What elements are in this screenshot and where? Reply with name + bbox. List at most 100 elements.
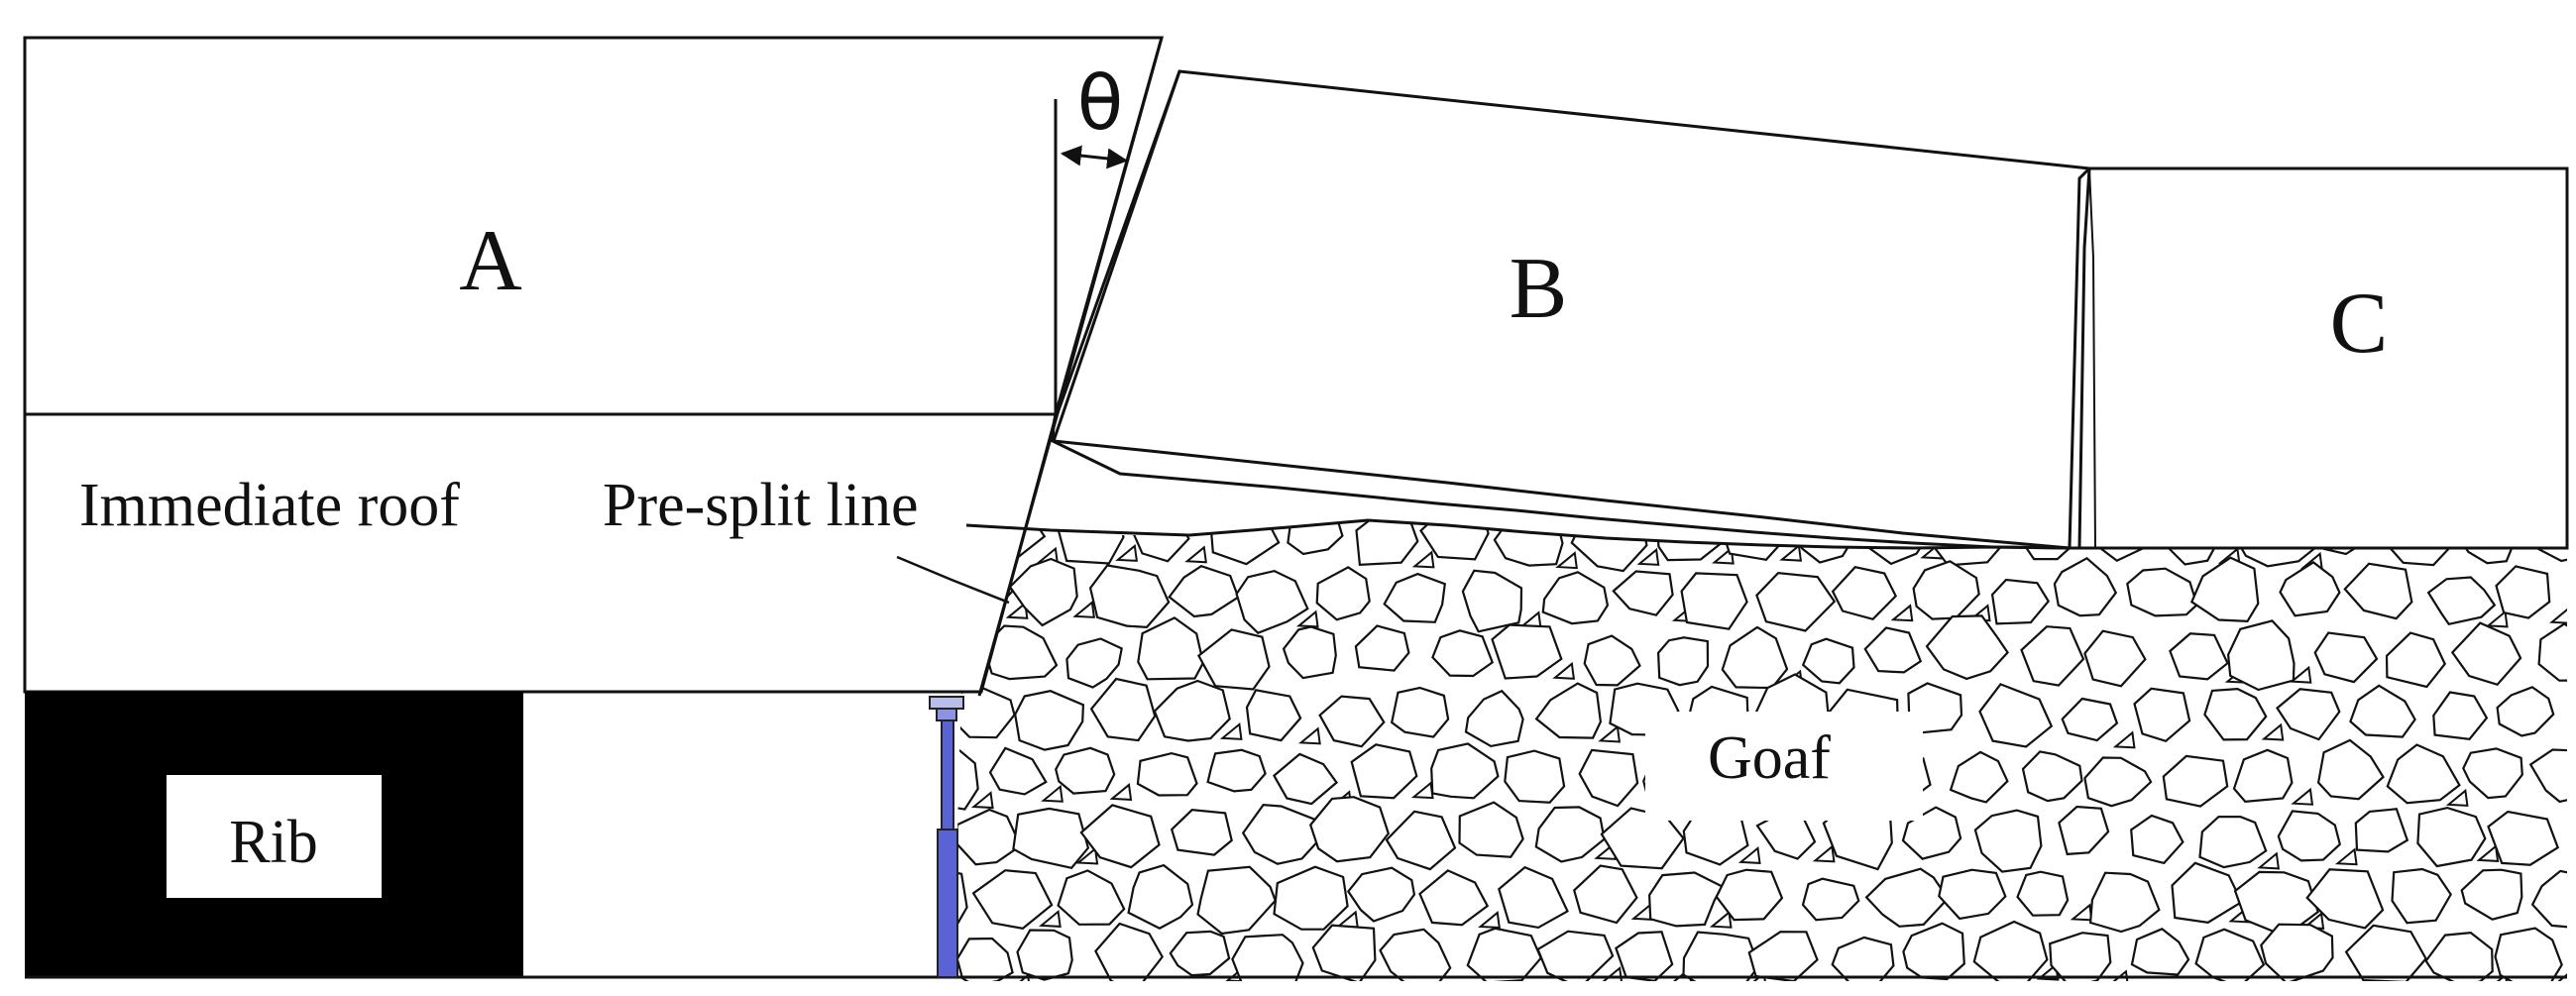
rubble-fragment — [2264, 725, 2283, 740]
rubble-fragment — [2338, 849, 2357, 864]
rubble-stone — [1171, 932, 1229, 975]
rubble-stone — [1974, 922, 2048, 983]
rubble-fragment — [1414, 783, 1433, 798]
rubble-fragment — [1481, 913, 1500, 928]
rubble-stone — [1198, 629, 1269, 689]
rubble-stone — [1348, 868, 1414, 922]
rubble-stone — [1313, 926, 1376, 983]
rubble-stone — [2191, 558, 2258, 621]
rubble-stone — [973, 870, 1052, 929]
rubble-stone — [1275, 867, 1348, 930]
rubble-fragment — [2260, 853, 2279, 868]
rubble-stone — [1493, 625, 1562, 679]
rubble-fragment — [2479, 846, 2498, 861]
rubble-fragment — [2448, 791, 2467, 806]
rubble-stone — [1649, 873, 1722, 927]
rubble-stone — [1138, 753, 1197, 795]
rubble-fragment — [1301, 728, 1320, 743]
block-a — [25, 38, 1162, 414]
rubble-stone — [1536, 684, 1601, 738]
rubble-stone — [1585, 636, 1640, 686]
rubble-stone — [2433, 693, 2487, 739]
rubble-stone — [1833, 567, 1896, 619]
rubble-stone — [2127, 569, 2196, 616]
rubble-stone — [1580, 750, 1637, 806]
rubble-stone — [1059, 870, 1125, 924]
rubble-stone — [2489, 812, 2558, 865]
rubble-fragment — [1339, 912, 1358, 927]
block-b — [1053, 71, 2089, 548]
rubble-stone — [1717, 870, 1782, 920]
rubble-stone — [1198, 867, 1276, 934]
rubble-stone — [1756, 573, 1834, 630]
rubble-stone — [1381, 930, 1451, 989]
rubble-stone — [1317, 567, 1370, 619]
rubble-stone — [1980, 684, 2052, 746]
rubble-stone — [2350, 686, 2414, 737]
rubble-stone — [1129, 865, 1192, 929]
rubble-stone — [2345, 564, 2412, 618]
rubble-fragment — [1112, 785, 1131, 800]
rubble-stone — [1170, 566, 1239, 616]
rubble-stone — [2498, 687, 2554, 735]
rubble-stone — [1243, 805, 1321, 864]
rubble-stone — [2200, 817, 2267, 867]
rubble-stone — [1431, 743, 1498, 798]
label-immediate-roof: Immediate roof — [79, 472, 460, 539]
rubble-stone — [1803, 639, 1853, 684]
rubble-stone — [1468, 929, 1541, 983]
rubble-fragment — [1603, 968, 1622, 983]
rubble-stone — [1536, 807, 1605, 861]
rubble-stone — [1208, 750, 1266, 792]
rubble-stone — [2530, 750, 2576, 802]
rubble-stone — [1310, 797, 1389, 861]
label-angle-theta: θ — [1077, 58, 1124, 147]
rubble-stone — [1749, 932, 1818, 981]
rubble-stone — [1616, 932, 1672, 981]
rubble-stone — [1356, 626, 1409, 671]
rubble-fragment — [1187, 547, 1206, 562]
rubble-stone — [2132, 929, 2188, 974]
rubble-stone — [1927, 615, 2008, 679]
rubble-fragment — [1555, 664, 1574, 679]
rubble-fragment — [1893, 606, 1912, 620]
rubble-stone — [1237, 571, 1308, 633]
rubble-stone — [2463, 748, 2522, 798]
rubble-fragment — [1118, 546, 1137, 561]
rubble-stone — [1914, 561, 1979, 618]
rubble-stone — [1420, 870, 1488, 925]
rubble-stone — [2393, 869, 2451, 923]
rubble-stone — [1499, 867, 1567, 928]
rubble-stone — [1684, 933, 1759, 989]
rubble-stone — [2539, 624, 2576, 681]
rubble-stone — [2084, 758, 2151, 807]
rubble-stone — [1866, 869, 1948, 927]
rubble-stone — [1232, 935, 1302, 991]
rubble-stone — [1903, 924, 1963, 979]
rubble-stone — [1274, 754, 1336, 804]
rubble-stone — [1018, 931, 1072, 980]
rubble-fragment — [2489, 611, 2508, 626]
rubble-stone — [2022, 626, 2084, 685]
rubble-stone — [1992, 580, 2049, 623]
rubble-stone — [1460, 803, 1523, 857]
rubble-stone — [1505, 751, 1564, 803]
rubble-stone — [1056, 748, 1114, 794]
rubble-stone — [1658, 637, 1708, 685]
rubble-stone — [2055, 558, 2116, 615]
rubble-stone — [2023, 751, 2082, 801]
rubble-fragment — [1414, 552, 1433, 567]
rubble-stone — [2388, 745, 2460, 804]
rubble-stone — [1091, 679, 1155, 740]
rubble-stone — [1757, 816, 1815, 858]
rubble-stone — [2318, 740, 2383, 799]
rubble-stone — [1803, 879, 1858, 921]
rubble-stone — [2346, 926, 2426, 982]
rubble-stone — [2428, 578, 2495, 624]
immediate-roof — [25, 414, 1056, 692]
rubble-stone — [2387, 633, 2445, 687]
rubble-stone — [1723, 627, 1787, 688]
rubble-fragment — [2072, 905, 2091, 920]
